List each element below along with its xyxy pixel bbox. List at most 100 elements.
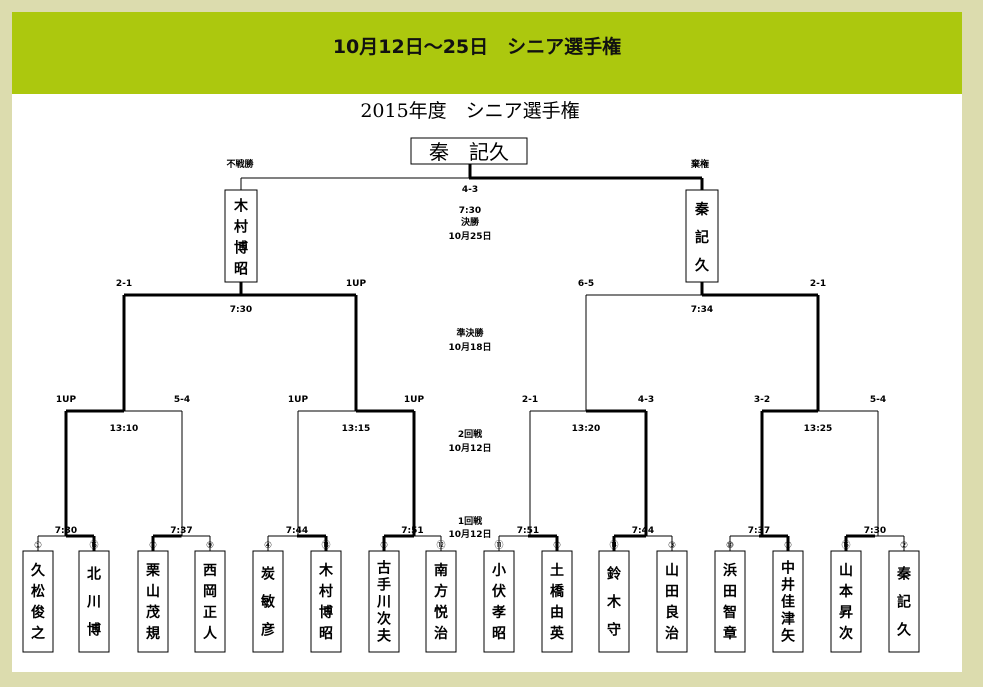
second-round-score: 1UP [56, 395, 77, 405]
player-name: 木村博昭 [318, 562, 334, 642]
first-round-time: 7:44 [632, 526, 654, 536]
first-round-time: 7:51 [517, 526, 539, 536]
second-round-date: 10月12日 [448, 443, 491, 454]
player-box: ⑩ 浜田智章 [714, 541, 746, 653]
semi-round-label: 準決勝 [456, 327, 484, 339]
semi-time-left: 7:30 [230, 305, 252, 315]
finalist-left-name: 木村博昭 [233, 198, 249, 278]
second-round-time: 13:20 [572, 424, 601, 434]
player-name: 古手川次夫 [376, 560, 392, 645]
content-frame: 10月12日～25日 シニア選手権 [12, 12, 962, 672]
player-box: ⑫ 南方悦治 [425, 540, 457, 653]
player-box: ⑤ 古手川次夫 [368, 541, 400, 653]
player-seed: ⑧ [149, 541, 157, 551]
first-round-lines: 7:30 7:37 7:44 7:51 7:51 7:44 7:37 7:30 [37, 526, 905, 551]
player-box: ③ 山田良治 [656, 541, 688, 653]
player-seed: ⑬ [321, 540, 330, 551]
first-round-time: 7:51 [401, 526, 423, 536]
final-date: 10月25日 [448, 231, 491, 242]
player-box: ⑮ 山本昇次 [830, 540, 862, 653]
semi-score-4: 2-1 [810, 279, 826, 289]
player-box: ① 久松俊之 [22, 541, 54, 653]
second-round-time: 13:15 [342, 424, 371, 434]
second-round-label: 2回戦 [458, 428, 483, 440]
player-name: 北川博 [86, 567, 101, 639]
player-box: ⑧ 栗山茂規 [137, 541, 169, 653]
player-boxes: ① 久松俊之 ⑯ 北川博 ⑧ 栗山茂規 ⑨ 西岡正人 ④ 炭敏彦 ⑬ 木村博昭 ⑤ 古手川次夫 ⑫ 南方悦治 ⑪… [22, 540, 920, 653]
second-round-score: 4-3 [638, 395, 654, 405]
player-seed: ⑤ [380, 541, 388, 551]
player-seed: ② [900, 541, 908, 551]
second-round-score: 5-4 [174, 395, 190, 405]
player-name: 秦記久 [896, 566, 912, 639]
first-round-date: 10月12日 [448, 529, 491, 540]
player-name: 小伏孝昭 [491, 563, 506, 642]
semi-score-3: 6-5 [578, 279, 594, 289]
player-seed: ⑥ [553, 541, 561, 551]
first-round-time: 7:30 [864, 526, 886, 536]
player-name: 山田良治 [665, 563, 679, 642]
first-round-time: 7:37 [170, 526, 192, 536]
player-name: 久松俊之 [30, 562, 46, 642]
player-box: ⑪ 小伏孝昭 [483, 540, 515, 653]
player-name: 鈴木守 [606, 566, 622, 639]
player-box: ⑯ 北川博 [78, 540, 110, 653]
player-name: 西岡正人 [203, 563, 218, 642]
player-seed: ③ [668, 541, 676, 551]
first-round-label: 1回戦 [458, 515, 483, 527]
second-round-time: 13:25 [804, 424, 833, 434]
player-box: ⑥ 土橋由英 [541, 541, 573, 653]
first-round-time: 7:30 [55, 526, 77, 536]
first-round-time: 7:37 [748, 526, 770, 536]
first-round-time: 7:44 [286, 526, 308, 536]
second-round-time: 13:10 [110, 424, 139, 434]
player-box: ⑬ 木村博昭 [310, 540, 342, 653]
final-time: 7:30 [459, 206, 481, 216]
player-box: ④ 炭敏彦 [252, 541, 284, 653]
final-left-note: 不戦勝 [226, 158, 254, 170]
semi-time-right: 7:34 [691, 305, 713, 315]
player-box: ⑭ 鈴木守 [598, 540, 630, 653]
player-name: 土橋由英 [549, 562, 565, 642]
svg-text:木村博昭: 木村博昭 [233, 198, 249, 278]
player-seed: ① [34, 541, 42, 551]
final-right-note: 棄権 [690, 158, 709, 170]
final-score: 4-3 [462, 185, 478, 195]
svg-text:秦記久: 秦記久 [694, 201, 710, 274]
player-seed: ⑭ [609, 540, 618, 551]
player-name: 中井佳津矢 [781, 560, 796, 645]
semi-date: 10月18日 [448, 342, 491, 353]
player-box: ⑨ 西岡正人 [194, 541, 226, 653]
champion-name: 秦 記久 [429, 140, 509, 164]
finalist-right-name: 秦記久 [694, 201, 710, 274]
banner-title: 10月12日～25日 シニア選手権 [332, 35, 622, 58]
player-seed: ⑩ [726, 541, 734, 551]
second-round-score: 3-2 [754, 395, 770, 405]
second-round-score: 5-4 [870, 395, 886, 405]
player-seed: ⑨ [206, 541, 214, 551]
final-round-label: 決勝 [461, 216, 480, 228]
second-round-labels: 13:10 1UP 5-4 13:15 1UP 1UP 13:20 2-1 4-3 13:25 3-… [56, 395, 886, 434]
second-round-score: 2-1 [522, 395, 538, 405]
player-name: 炭敏彦 [260, 566, 276, 639]
player-seed: ⑪ [494, 540, 503, 551]
player-seed: ⑦ [784, 541, 792, 551]
second-round-score: 1UP [288, 395, 309, 405]
player-name: 栗山茂規 [146, 563, 161, 642]
player-box: ② 秦記久 [888, 541, 920, 653]
semi-score-1: 2-1 [116, 279, 132, 289]
player-name: 山本昇次 [839, 563, 854, 642]
second-round-score: 1UP [404, 395, 425, 405]
player-seed: ⑮ [841, 540, 850, 551]
player-seed: ⑯ [89, 540, 98, 551]
player-box: ⑦ 中井佳津矢 [772, 541, 804, 653]
bracket-title: 2015年度 シニア選手権 [360, 100, 579, 122]
player-seed: ④ [264, 541, 272, 551]
player-seed: ⑫ [436, 540, 445, 551]
player-name: 南方悦治 [434, 562, 448, 642]
player-name: 浜田智章 [722, 562, 737, 642]
header-banner: 10月12日～25日 シニア選手権 [12, 12, 962, 94]
semi-score-2: 1UP [346, 279, 367, 289]
